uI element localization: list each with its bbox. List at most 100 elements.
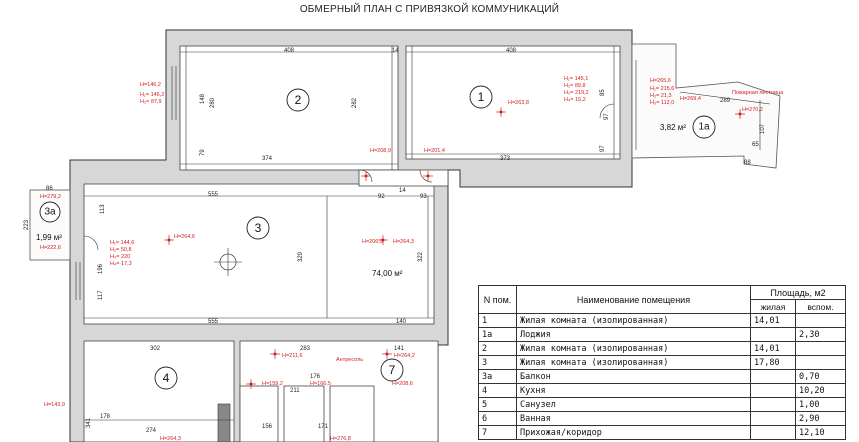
- dim-label: 86: [46, 186, 53, 192]
- dim-label: 88: [744, 160, 751, 166]
- row-living: [750, 425, 796, 440]
- dim-label: 92: [378, 194, 385, 200]
- row-num: 1a: [478, 327, 517, 342]
- dim-label: 85: [600, 89, 606, 96]
- mezzanine-label: Антресоль: [336, 357, 363, 363]
- height-label: H=270,2: [742, 107, 763, 113]
- height-label: H=211,6: [282, 353, 303, 359]
- height-label: H=208,9: [370, 148, 391, 154]
- note-line: H₂= 87,9: [140, 99, 162, 105]
- height-label: H=265,6: [650, 78, 671, 84]
- row-num: 6: [478, 411, 517, 426]
- dim-label: 14: [399, 188, 406, 194]
- dim-label: 117: [98, 290, 104, 300]
- row-living: 17,80: [750, 355, 796, 370]
- svg-text:H₁= 215,6H₂= 21,3H₃= 112,0: H₁= 215,6H₂= 21,3H₃= 112,0: [650, 86, 674, 106]
- row-num: 3: [478, 355, 517, 370]
- svg-text:H₁= 146,2H₂= 87,9: H₁= 146,2H₂= 87,9: [140, 92, 164, 105]
- fire-stairs-label: Пожарная лестница: [732, 90, 784, 96]
- height-label: H=166,5: [310, 381, 331, 387]
- note-line: H₁= 215,6: [650, 86, 674, 92]
- room-number-3: 3: [255, 221, 262, 235]
- note-line: H₃= 112,0: [650, 100, 674, 106]
- note-line: H₂= 89,8: [564, 83, 586, 89]
- dim-label: 289: [720, 98, 731, 104]
- dim-label: 141: [394, 346, 405, 352]
- rooms: [83, 45, 621, 442]
- note-line: H₂= 50,8: [110, 247, 132, 253]
- header-room-name: Наименование помещения: [516, 285, 751, 314]
- area-room-3: 74,00 м²: [372, 269, 403, 278]
- room-number-markers: 2 1 3 4 7 1a 3a: [39, 85, 716, 390]
- note-line: H₄= 17,3: [110, 261, 132, 267]
- height-label: H=264,3: [393, 239, 414, 245]
- room-number-1a: 1a: [698, 122, 710, 133]
- row-living: 14,01: [750, 341, 796, 356]
- row-living: [750, 397, 796, 412]
- header-aux: вспом.: [795, 299, 846, 314]
- dim-label: 302: [150, 346, 161, 352]
- utility-markers: H=263,8 H=208,9 H=201,4 H=264,6 H=206,9 …: [40, 78, 763, 442]
- dim-label: 329: [298, 251, 304, 262]
- height-label: H=201,4: [424, 148, 445, 154]
- dim-label: 282: [352, 97, 358, 108]
- row-name: Жилая комната (изолированная): [516, 313, 751, 328]
- row-name: Балкон: [516, 369, 751, 384]
- note-line: H₁= 144,6: [110, 240, 134, 246]
- dim-label: 65: [752, 142, 759, 148]
- height-label: H=279,2: [40, 194, 61, 200]
- dim-label: 176: [310, 374, 321, 380]
- row-num: 5: [478, 397, 517, 412]
- note-line: H₄= 15,2: [564, 97, 586, 103]
- dim-label: 211: [290, 388, 300, 394]
- svg-text:H₁= 145,1H₂= 89,8H₃= 219,2H₄=: H₁= 145,1H₂= 89,8H₃= 219,2H₄= 15,2: [564, 76, 589, 103]
- dim-label: 140: [396, 319, 407, 325]
- area-room-3a: 1,99 м²: [36, 233, 62, 242]
- row-name: Санузел: [516, 397, 751, 412]
- dim-label: 374: [262, 156, 273, 162]
- height-label: H=206,9: [362, 239, 383, 245]
- dim-label: 178: [100, 414, 111, 420]
- dim-label: 171: [318, 424, 329, 430]
- row-num: 4: [478, 383, 517, 398]
- dim-label: 107: [760, 123, 766, 134]
- note-line: H₁= 146,2: [140, 92, 164, 98]
- row-aux: 12,10: [795, 425, 846, 440]
- note-line: H₃= 219,2: [564, 90, 589, 96]
- row-living: [750, 411, 796, 426]
- dim-label: 79: [200, 149, 206, 156]
- room-number-3a: 3a: [44, 207, 56, 218]
- row-name: Ванная: [516, 411, 751, 426]
- height-label: H=146,2: [140, 82, 161, 88]
- row-living: [750, 369, 796, 384]
- dim-label: 555: [208, 192, 219, 198]
- height-label: H=208,6: [392, 381, 413, 387]
- height-label: H=143,9: [44, 402, 65, 408]
- room-number-2: 2: [295, 93, 302, 107]
- room-number-4: 4: [163, 371, 170, 385]
- row-living: [750, 383, 796, 398]
- row-aux: 1,00: [795, 397, 846, 412]
- dimension-labels: 408 14 408 374 373 92 93 14 555 555 140 …: [24, 48, 766, 434]
- dim-label: 113: [100, 204, 106, 214]
- dim-label: 97: [600, 145, 606, 152]
- row-name: Прихожая/коридор: [516, 425, 751, 440]
- dim-label: 373: [500, 156, 511, 162]
- dim-label: 280: [210, 97, 216, 108]
- row-name: Жилая комната (изолированная): [516, 355, 751, 370]
- row-name: Жилая комната (изолированная): [516, 341, 751, 356]
- dim-label: 274: [146, 428, 157, 434]
- dim-label: 408: [506, 48, 517, 54]
